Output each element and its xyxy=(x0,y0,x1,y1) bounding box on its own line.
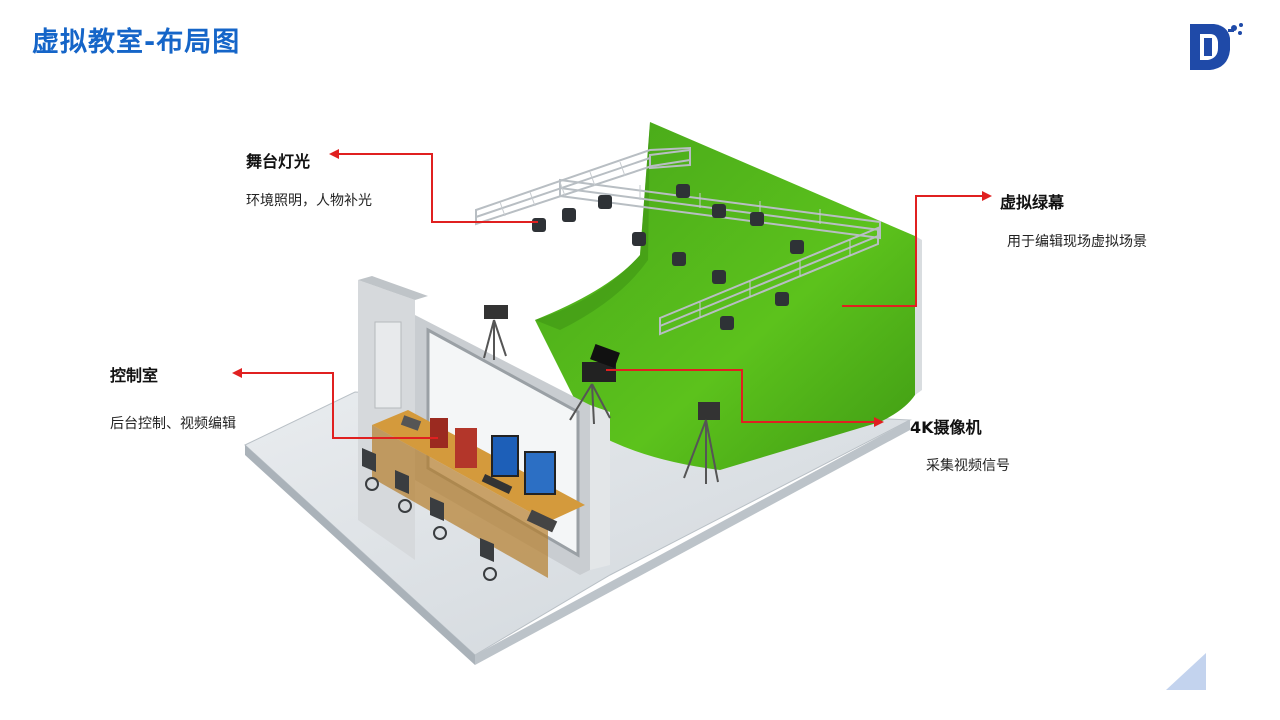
wall-end xyxy=(590,405,610,570)
camera-tripod-2 xyxy=(569,344,620,425)
door xyxy=(374,321,402,409)
camera-desc: 采集视频信号 xyxy=(926,458,1010,474)
camera-tripod-3 xyxy=(683,402,720,484)
corner-triangle-decoration xyxy=(1166,653,1206,690)
control-room-title: 控制室 xyxy=(110,366,159,385)
floor-edge xyxy=(245,445,475,665)
monitor-2 xyxy=(524,451,556,495)
company-logo-icon xyxy=(1190,23,1243,70)
control-room-wall-top xyxy=(358,276,428,300)
laptop xyxy=(400,415,422,431)
monitor-1 xyxy=(491,435,519,477)
arrow-green-screen xyxy=(842,191,992,307)
mixer xyxy=(526,509,558,533)
truss-cross-braces xyxy=(499,161,851,318)
green-screen-desc: 用于编辑现场虚拟场景 xyxy=(1007,234,1147,250)
green-screen-cove xyxy=(535,122,650,330)
arrow-camera xyxy=(606,369,884,427)
arrow-control-room xyxy=(232,368,438,439)
page-title: 虚拟教室-布局图 xyxy=(32,27,241,58)
server-rack-2 xyxy=(455,428,477,468)
chairs xyxy=(362,448,497,581)
camera-title: 4K摄像机 xyxy=(910,418,982,437)
arrow-stage-lighting xyxy=(329,149,538,223)
control-room-desc: 后台控制、视频编辑 xyxy=(110,416,236,432)
server-rack xyxy=(430,418,448,448)
control-desk-front xyxy=(372,425,548,578)
green-screen-title: 虚拟绿幕 xyxy=(1000,193,1065,212)
camera-tripod-1 xyxy=(483,305,508,360)
floor-edge-right xyxy=(475,420,910,665)
stage-lighting-desc: 环境照明，人物补光 xyxy=(246,193,372,209)
stage-lighting-title: 舞台灯光 xyxy=(246,152,311,171)
stage-lamps xyxy=(532,184,804,330)
keyboard xyxy=(481,474,513,494)
